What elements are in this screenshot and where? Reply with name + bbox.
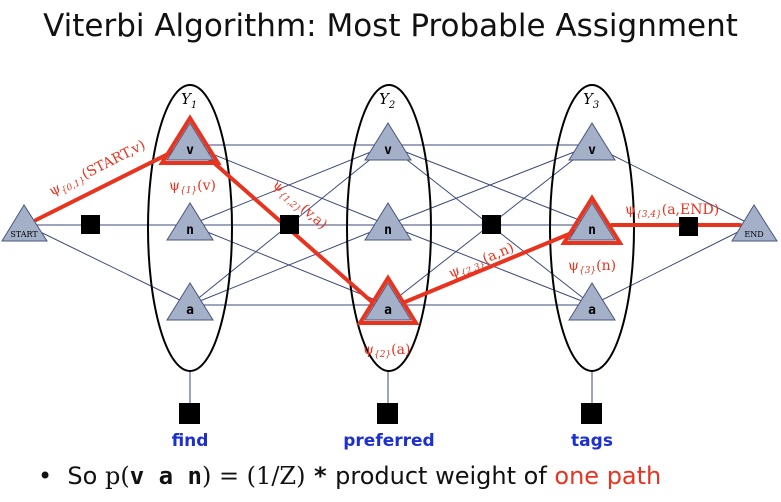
bullet-mark: • bbox=[38, 462, 53, 490]
end-node bbox=[731, 204, 778, 242]
start-node bbox=[1, 204, 48, 242]
bullet-p-open: p( bbox=[104, 462, 130, 490]
lattice-edges bbox=[25, 144, 753, 407]
potential-label-e34: ψ{3,4}(a,END) bbox=[625, 202, 719, 220]
factor-word-1 bbox=[179, 403, 200, 424]
factor-nodes bbox=[81, 215, 698, 424]
variable-label-y1: Y1 bbox=[181, 90, 197, 111]
word-label-1: find bbox=[172, 431, 209, 451]
bullet-p-close: ) = (1/Z) bbox=[201, 462, 314, 490]
state-label-y2-a: a bbox=[384, 303, 392, 318]
bullet-star: * bbox=[313, 462, 328, 490]
factor-word-3 bbox=[581, 403, 602, 424]
factor-start-1 bbox=[81, 215, 100, 234]
potential-label-u2: ψ{2}(a) bbox=[363, 342, 410, 360]
bullet-mid: product weight of bbox=[327, 462, 555, 490]
factor-2-3 bbox=[482, 215, 501, 234]
best-node-y2-a bbox=[356, 274, 420, 325]
bullet-summary: • So p(v a n) = (1/Z) * product weight o… bbox=[38, 462, 661, 490]
potential-label-u1: ψ{1}(v) bbox=[169, 178, 216, 196]
state-label-y3-a: a bbox=[588, 303, 596, 318]
state-node-y2-v bbox=[364, 122, 412, 161]
best-node-y3-n bbox=[560, 194, 624, 245]
state-node-y1-a bbox=[166, 282, 214, 321]
factor-3-end bbox=[679, 217, 698, 236]
edge-start-a1 bbox=[25, 224, 191, 306]
edge-a3-end bbox=[591, 224, 753, 306]
state-node-y1-n bbox=[166, 202, 214, 241]
state-label-y1-v: v bbox=[186, 143, 194, 158]
start-label: START bbox=[10, 230, 38, 239]
page-title: Viterbi Algorithm: Most Probable Assignm… bbox=[43, 8, 738, 44]
bullet-highlight: one path bbox=[554, 462, 662, 490]
state-label-y3-v: v bbox=[588, 143, 596, 158]
variable-label-y3: Y3 bbox=[583, 90, 599, 111]
variable-ellipses bbox=[147, 84, 635, 372]
word-label-2: preferred bbox=[343, 431, 434, 451]
state-node-y3-a bbox=[568, 282, 616, 321]
end-label: END bbox=[744, 230, 763, 239]
variable-label-y2: Y2 bbox=[379, 90, 395, 111]
state-label-y1-n: n bbox=[186, 223, 194, 238]
state-label-y3-n: n bbox=[588, 223, 596, 238]
best-edge-start-v1 bbox=[34, 148, 178, 222]
variable-ellipse-y3 bbox=[549, 84, 635, 372]
state-label-y2-n: n bbox=[384, 223, 392, 238]
best-node-y1-v bbox=[158, 114, 222, 165]
potential-label-u3: ψ{3}(n) bbox=[568, 258, 616, 276]
state-node-y3-n bbox=[568, 202, 616, 241]
variable-ellipse-y1 bbox=[147, 84, 233, 372]
edge-n1-v2 bbox=[189, 144, 389, 226]
word-label-3: tags bbox=[571, 431, 613, 451]
state-label-y2-v: v bbox=[384, 143, 392, 158]
factor-1-2 bbox=[280, 215, 299, 234]
state-label-y1-a: a bbox=[186, 303, 194, 318]
edge-n2-v3 bbox=[387, 144, 593, 226]
factor-word-2 bbox=[377, 403, 398, 424]
state-node-y1-v bbox=[166, 122, 214, 161]
state-node-y3-v bbox=[568, 122, 616, 161]
edge-v3-end bbox=[591, 144, 753, 226]
potential-label-e12: ψ{1,2}(v,a) bbox=[268, 177, 330, 234]
bullet-sequence: v a n bbox=[129, 462, 202, 490]
best-edge-a2-n3 bbox=[403, 230, 576, 304]
state-node-y2-a bbox=[364, 282, 412, 321]
bullet-pre: So bbox=[67, 462, 105, 490]
state-node-y2-n bbox=[364, 202, 412, 241]
state-nodes bbox=[1, 122, 778, 321]
variable-ellipse-y2 bbox=[346, 84, 432, 372]
best-path-nodes bbox=[158, 114, 624, 325]
edge-a1-n2 bbox=[189, 224, 389, 306]
